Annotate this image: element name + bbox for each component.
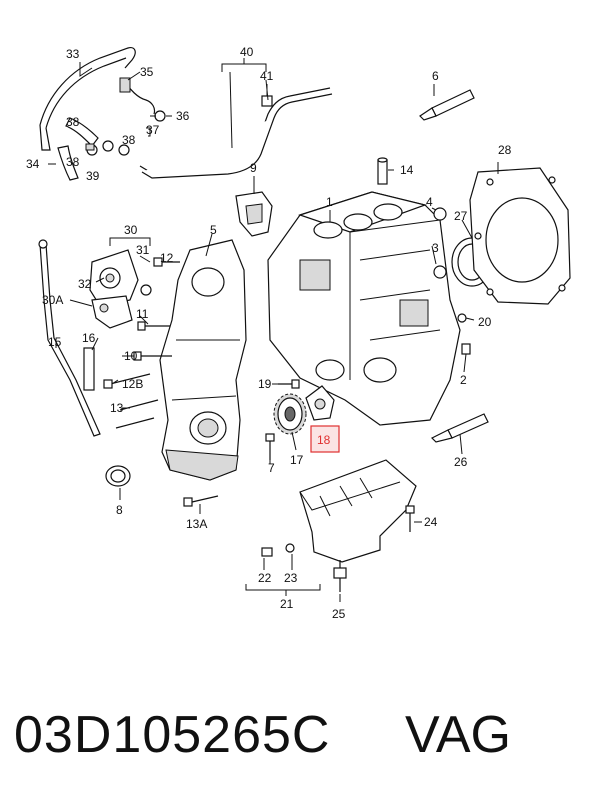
- callout-36: 36: [176, 109, 190, 123]
- callout-10: 10: [124, 349, 138, 363]
- callout-2: 2: [460, 373, 467, 387]
- callout-37: 37: [146, 123, 160, 137]
- sensor-25: [333, 560, 347, 592]
- callout-34: 34: [26, 157, 40, 171]
- callout-38-c: 38: [66, 155, 80, 169]
- callout-35: 35: [140, 65, 154, 79]
- oil-pan-21: [299, 459, 417, 563]
- callout-6: 6: [432, 69, 439, 83]
- hose-35: [119, 77, 156, 115]
- callout-19: 19: [258, 377, 272, 391]
- callout-41: 41: [260, 69, 274, 83]
- seal-23: [285, 543, 295, 553]
- callout-13A: 13A: [186, 517, 207, 531]
- callout-22: 22: [258, 571, 272, 585]
- seal-8: [105, 465, 131, 487]
- bolt-24: [405, 505, 415, 532]
- callout-28: 28: [498, 143, 512, 157]
- callout-39: 39: [86, 169, 100, 183]
- plug-4: [433, 207, 447, 221]
- callout-12: 12: [160, 251, 174, 265]
- callout-8: 8: [116, 503, 123, 517]
- callout-25: 25: [332, 607, 346, 621]
- sensor-9: [235, 191, 273, 237]
- callout-16: 16: [82, 331, 96, 345]
- bolt-36: [150, 110, 166, 122]
- callout-24: 24: [424, 515, 438, 529]
- drain-plug-22: [261, 547, 273, 557]
- tensioner-30: [89, 249, 139, 307]
- callout-38-b: 38: [122, 133, 136, 147]
- callout-21: 21: [280, 597, 294, 611]
- callout-30: 30: [124, 223, 138, 237]
- bolt-19: [278, 379, 300, 389]
- callout-1: 1: [326, 195, 333, 209]
- callout-27: 27: [454, 209, 468, 223]
- gasket-28: [469, 167, 571, 305]
- clamps-38-39: [85, 140, 130, 156]
- callout-32: 32: [78, 277, 92, 291]
- exploded-parts-diagram: 33 35 40 41 6 36 37 38 38 34 38 39 9 14 …: [26, 45, 571, 621]
- plug-2: [461, 343, 471, 355]
- callout-18: 18: [317, 433, 331, 447]
- callout-40: 40: [240, 45, 254, 59]
- highlight-box-18: [310, 425, 340, 453]
- callout-13: 13: [110, 401, 124, 415]
- part-number-label: 03D105265C: [14, 706, 331, 764]
- timing-cover-5: [159, 239, 247, 481]
- callout-15: 15: [48, 335, 62, 349]
- cylinder-block-1: [267, 191, 461, 426]
- callout-38-a: 38: [66, 115, 80, 129]
- dipstick-15: [38, 239, 101, 437]
- plug-3: [433, 265, 447, 279]
- guide-16: [83, 347, 95, 391]
- callout-26: 26: [454, 455, 468, 469]
- callout-31: 31: [136, 243, 150, 257]
- bolt-20: [457, 313, 467, 323]
- bolt-12: [153, 257, 180, 267]
- callout-14: 14: [400, 163, 414, 177]
- callout-4: 4: [426, 195, 433, 209]
- sprocket-17: [273, 393, 307, 435]
- callout-30A: 30A: [42, 293, 63, 307]
- seal-31: [140, 284, 152, 296]
- callout-3: 3: [432, 241, 439, 255]
- callout-5: 5: [210, 223, 217, 237]
- pipe-40: [139, 87, 333, 179]
- bolt-11: [137, 321, 170, 331]
- callout-23: 23: [284, 571, 298, 585]
- callout-17: 17: [290, 453, 304, 467]
- dowel-14: [377, 157, 388, 185]
- callout-12B: 12B: [122, 377, 143, 391]
- breather-hose-33: [39, 47, 136, 151]
- sealant-tube-6: [419, 89, 475, 121]
- sealant-tube-26: [430, 413, 489, 443]
- callout-7: 7: [268, 461, 275, 475]
- bracket-30A: [91, 295, 133, 329]
- bolt-13A: [183, 495, 219, 507]
- hose-34: [57, 117, 99, 181]
- brand-label: VAG: [405, 706, 511, 764]
- callout-33: 33: [66, 47, 80, 61]
- callout-20: 20: [478, 315, 492, 329]
- part-18: [305, 385, 335, 421]
- callout-9: 9: [250, 161, 257, 175]
- callout-11: 11: [136, 307, 149, 321]
